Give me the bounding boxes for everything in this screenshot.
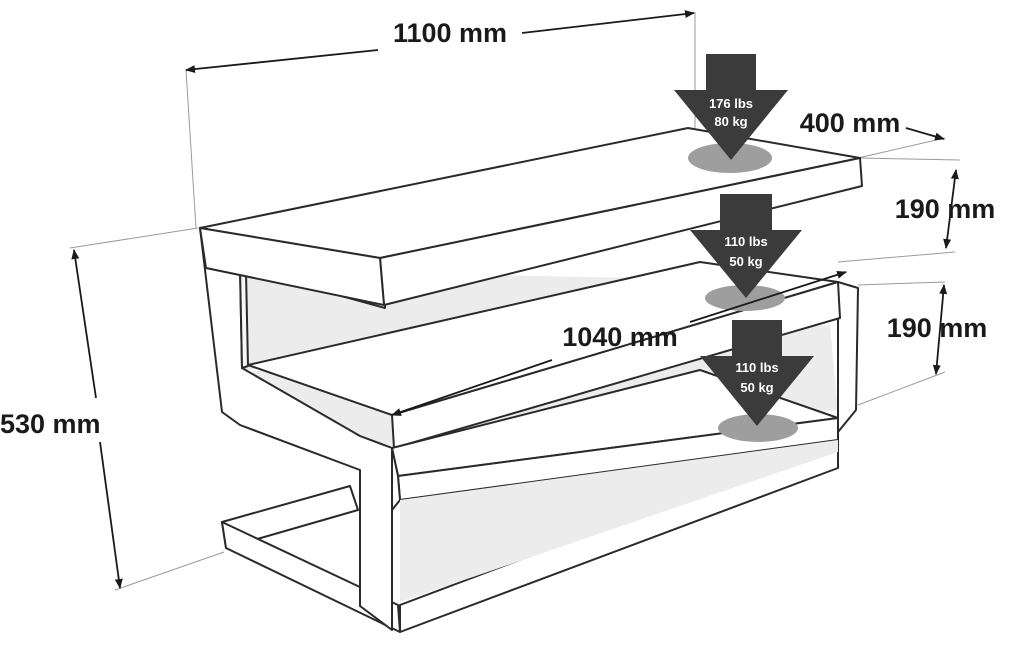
bottom-load-arrow: 110 lbs 50 kg — [700, 320, 814, 426]
height-label: 530 mm — [0, 409, 101, 439]
upper-gap-label: 190 mm — [895, 194, 996, 224]
top-load-arrow: 176 lbs 80 kg — [674, 54, 788, 160]
top-load-lbs: 176 lbs — [709, 96, 753, 111]
width-label: 1100 mm — [393, 18, 507, 48]
top-load-kg: 80 kg — [714, 114, 747, 129]
load-arrows: 176 lbs 80 kg 110 lbs 50 kg 110 lbs 50 k… — [674, 54, 814, 426]
middle-load-kg: 50 kg — [729, 254, 762, 269]
load-footprints — [688, 143, 798, 442]
bottom-footprint — [718, 414, 798, 442]
bottom-load-lbs: 110 lbs — [735, 360, 778, 375]
right-frame — [837, 281, 859, 433]
dimension-lines — [71, 10, 959, 589]
extension-lines — [69, 12, 961, 591]
dimension-labels: 1100 mm 400 mm 190 mm 190 mm 1040 mm 530… — [0, 18, 995, 439]
depth-label: 400 mm — [800, 108, 901, 138]
lower-gap-label: 190 mm — [887, 313, 988, 343]
inner-width-label: 1040 mm — [562, 322, 678, 352]
middle-load-lbs: 110 lbs — [724, 234, 767, 249]
middle-load-arrow: 110 lbs 50 kg — [690, 194, 802, 298]
middle-footprint — [705, 285, 785, 311]
bottom-load-kg: 50 kg — [740, 380, 773, 395]
